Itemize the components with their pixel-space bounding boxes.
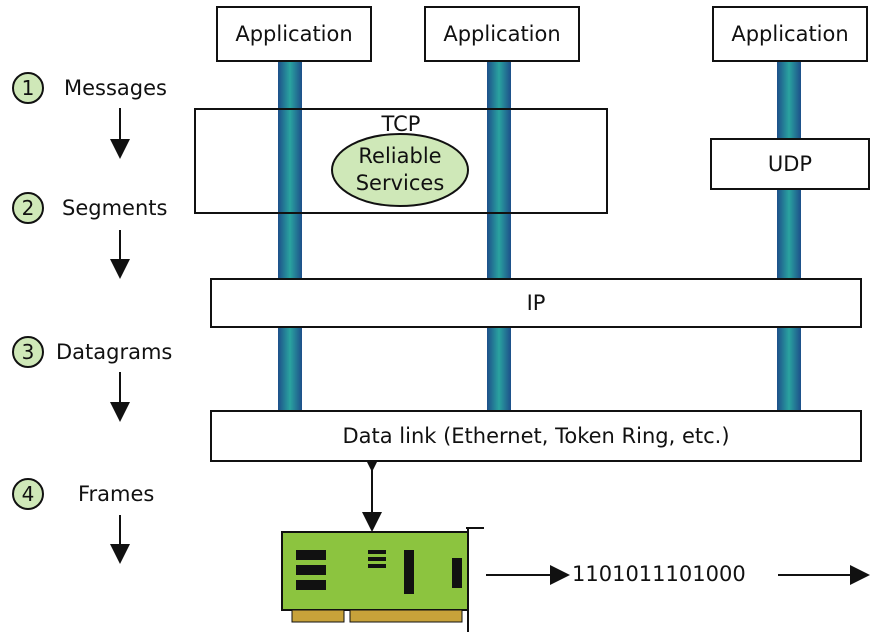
datalink-label: Data link (Ethernet, Token Ring, etc.) bbox=[342, 424, 730, 448]
step-2-label: Segments bbox=[62, 196, 168, 220]
reliable-line-1: Reliable bbox=[358, 144, 442, 168]
tcp-box: TCP bbox=[194, 108, 608, 214]
reliable-line-2: Services bbox=[355, 171, 445, 195]
application-label-2: Application bbox=[443, 22, 561, 46]
pipe-1 bbox=[278, 60, 302, 410]
udp-label: UDP bbox=[767, 152, 813, 176]
pipe-2 bbox=[487, 60, 511, 410]
step-3-num: 3 bbox=[21, 340, 35, 364]
application-label-3: Application bbox=[731, 22, 849, 46]
step-4-num: 4 bbox=[21, 482, 35, 506]
application-box-1: Application bbox=[216, 6, 372, 62]
ip-label: IP bbox=[526, 291, 546, 315]
step-2-circle: 2 bbox=[12, 192, 44, 224]
pipe-3 bbox=[777, 60, 801, 410]
application-box-3: Application bbox=[712, 6, 868, 62]
tcp-label: TCP bbox=[381, 112, 421, 136]
bit-stream-label: 1101011101000 bbox=[572, 562, 746, 586]
datalink-box: Data link (Ethernet, Token Ring, etc.) bbox=[210, 410, 862, 462]
step-3-circle: 3 bbox=[12, 336, 44, 368]
step-1-num: 1 bbox=[21, 76, 35, 100]
application-box-2: Application bbox=[424, 6, 580, 62]
step-2-num: 2 bbox=[21, 196, 35, 220]
ip-box: IP bbox=[210, 278, 862, 328]
step-4-circle: 4 bbox=[12, 478, 44, 510]
network-card-icon bbox=[281, 527, 484, 632]
application-label-1: Application bbox=[235, 22, 353, 46]
reliable-services-ellipse bbox=[331, 133, 469, 207]
reliable-services-text: Reliable Services bbox=[332, 143, 468, 197]
step-1-circle: 1 bbox=[12, 72, 44, 104]
step-3-label: Datagrams bbox=[56, 340, 173, 364]
step-1-label: Messages bbox=[64, 76, 167, 100]
step-4-label: Frames bbox=[78, 482, 155, 506]
udp-box: UDP bbox=[710, 138, 870, 190]
